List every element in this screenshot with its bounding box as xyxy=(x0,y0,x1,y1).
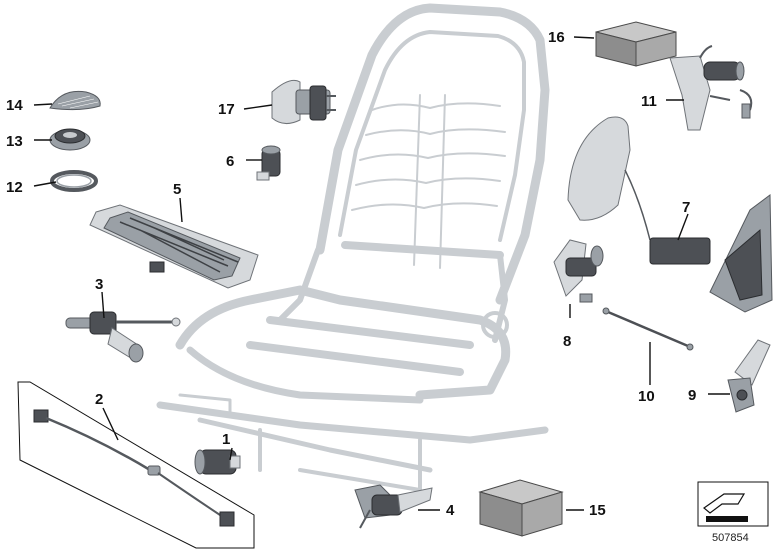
leader-lines xyxy=(33,36,730,511)
part-7-bolster xyxy=(567,116,773,313)
part-16-box xyxy=(595,21,677,67)
part-6-motor xyxy=(256,145,281,181)
callout-2: 2 xyxy=(95,391,103,408)
part-14-pad xyxy=(49,90,101,111)
part-3-motor xyxy=(65,311,181,363)
callout-6: 6 xyxy=(226,153,234,170)
seat-frame xyxy=(156,3,550,492)
part-12-ring xyxy=(50,170,98,192)
callout-3: 3 xyxy=(95,276,103,293)
part-15-box xyxy=(478,479,564,537)
document-reference: 507854 xyxy=(697,481,769,544)
part-4-motor xyxy=(354,484,433,529)
part-2-cable xyxy=(17,381,255,549)
callout-16: 16 xyxy=(548,29,565,46)
callout-15: 15 xyxy=(589,502,606,519)
callouts: 1 2 3 4 5 6 7 8 9 10 11 12 13 14 15 16 1… xyxy=(6,29,696,519)
callout-5: 5 xyxy=(173,181,181,198)
callout-9: 9 xyxy=(688,387,696,404)
callout-12: 12 xyxy=(6,179,23,196)
part-1-motor xyxy=(194,449,241,475)
part-5-panel xyxy=(89,204,259,289)
part-11-pump xyxy=(669,45,753,131)
document-number: 507854 xyxy=(712,532,749,544)
callout-7: 7 xyxy=(682,199,690,216)
part-13-knob xyxy=(49,128,91,151)
callout-8: 8 xyxy=(563,333,571,350)
callout-13: 13 xyxy=(6,133,23,150)
callout-14: 14 xyxy=(6,97,23,114)
part-17-adjuster xyxy=(271,79,336,124)
callout-4: 4 xyxy=(446,502,455,519)
part-8-assembly xyxy=(553,239,604,303)
callout-10: 10 xyxy=(638,388,655,405)
part-10-rod xyxy=(602,307,694,351)
part-9-lever xyxy=(727,339,771,413)
callout-11: 11 xyxy=(641,93,657,110)
callout-17: 17 xyxy=(218,101,235,118)
callout-1: 1 xyxy=(222,431,230,448)
